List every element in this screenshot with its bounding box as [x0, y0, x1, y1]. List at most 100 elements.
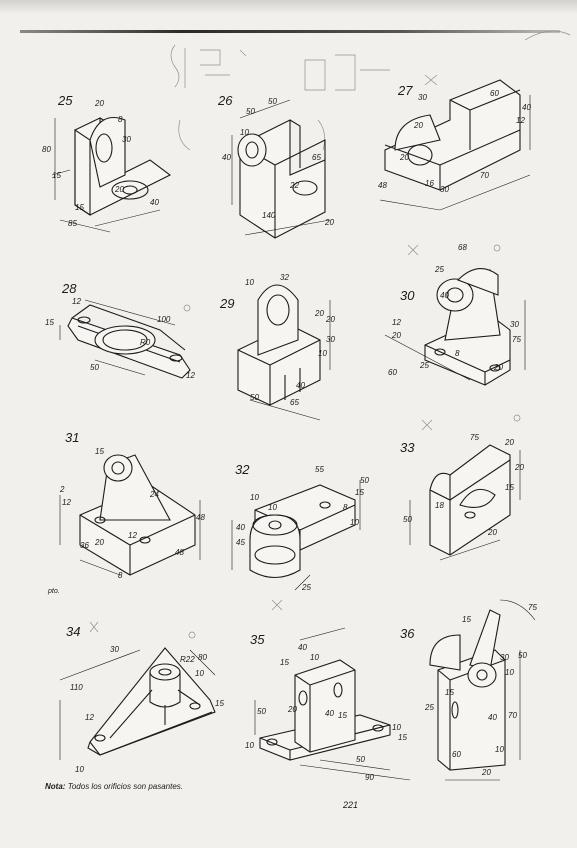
dimension-label-fig35: 40 — [325, 709, 334, 718]
figure-29 — [237, 284, 331, 421]
dimension-label-fig35: 40 — [298, 643, 307, 652]
dimension-label-fig27: 70 — [480, 171, 489, 180]
dimension-label-fig35: 20 — [287, 705, 297, 714]
dimension-label-fig33: 18 — [435, 501, 444, 510]
dimension-label-fig26: 10 — [240, 128, 249, 137]
dimension-label-fig26: 40 — [222, 153, 231, 162]
dimension-label-fig27: 60 — [490, 89, 499, 98]
dimension-label-fig31: 8 — [118, 571, 123, 580]
figure-number-33: 33 — [400, 440, 415, 455]
dimension-label-fig27: 16 — [425, 179, 434, 188]
dimension-label-fig30: 8 — [455, 349, 460, 358]
dimension-label-fig36: 15 — [445, 688, 454, 697]
dimension-label-fig27: 30 — [418, 93, 427, 102]
figure-27 — [379, 79, 531, 211]
dimension-label-fig25: 20 — [94, 99, 104, 108]
dimension-label-fig32: 10 — [268, 503, 277, 512]
dimension-label-fig31: 20 — [94, 538, 104, 547]
dimension-label-fig32: 10 — [250, 493, 259, 502]
dimension-label-fig36: 10 — [505, 668, 514, 677]
note-text: Todos los orificios son pasantes. — [67, 782, 184, 791]
dimension-label-fig27: 40 — [522, 103, 531, 112]
dimension-label-fig35: 15 — [398, 733, 407, 742]
dimension-label-fig26: 140 — [262, 211, 276, 220]
dimension-label-fig26: 50 — [268, 97, 277, 106]
dimension-label-fig34: R22 — [180, 655, 195, 664]
dimension-label-fig35: 10 — [392, 723, 401, 732]
dimension-label-fig36: 25 — [424, 703, 434, 712]
dimension-label-fig36: 50 — [518, 651, 527, 660]
dimension-label-fig31: 15 — [95, 447, 104, 456]
dimension-label-fig35: 50 — [257, 707, 266, 716]
dimension-label-fig27: 30 — [440, 185, 449, 194]
figure-number-36: 36 — [400, 626, 415, 641]
dimension-label-fig29: 10 — [318, 349, 327, 358]
dimension-label-fig34: 15 — [215, 699, 224, 708]
dimension-label-fig34: 110 — [70, 683, 83, 692]
dimension-label-fig31: 48 — [196, 513, 205, 522]
figure-number-29: 29 — [220, 296, 235, 311]
dimension-label-fig32: 45 — [236, 538, 245, 547]
figure-number-28: 28 — [62, 281, 77, 296]
dimension-label-fig30: 75 — [512, 335, 521, 344]
figure-32 — [231, 480, 361, 591]
dimension-label-fig34: 80 — [198, 653, 207, 662]
dimension-label-fig26: 20 — [324, 218, 334, 227]
dimension-label-fig26: 50 — [246, 107, 255, 116]
dimension-label-fig28: 50 — [90, 363, 99, 372]
dimension-label-fig32: 8 — [343, 503, 348, 512]
dimension-label-fig36: 70 — [508, 711, 517, 720]
dimension-label-fig29: 65 — [290, 398, 299, 407]
dimension-label-fig33: 15 — [505, 483, 514, 492]
dimension-label-fig33: 20 — [504, 438, 514, 447]
dimension-label-fig30: 68 — [458, 243, 467, 252]
dimension-label-fig36: 10 — [495, 745, 504, 754]
dimension-label-fig36: 20 — [481, 768, 491, 777]
dimension-label-fig28: 100 — [157, 315, 171, 324]
dimension-label-fig31: 48 — [175, 548, 184, 557]
figure-36 — [429, 599, 536, 781]
dimension-label-fig33: 20 — [514, 463, 524, 472]
dimension-label-fig29: 20 — [325, 315, 335, 324]
dimension-label-fig31: 12 — [128, 531, 137, 540]
dimension-label-fig29: 40 — [296, 381, 305, 390]
dimension-label-fig28: 12 — [72, 297, 81, 306]
dimension-label-fig29: 50 — [250, 393, 259, 402]
dimension-label-fig33: 50 — [403, 515, 412, 524]
figure-number-31: 31 — [65, 430, 80, 445]
figure-number-34: 34 — [66, 624, 81, 639]
dimension-label-fig28: R0 — [140, 338, 151, 347]
dimension-label-fig35: 10 — [310, 653, 319, 662]
scan-edge-shadow — [0, 0, 577, 14]
figure-number-26: 26 — [218, 93, 233, 108]
dimension-label-fig30: 30 — [510, 320, 519, 329]
figure-number-32: 32 — [235, 462, 250, 477]
dimension-label-fig36: 15 — [462, 615, 471, 624]
dimension-label-fig25: 30 — [122, 135, 131, 144]
dimension-label-fig35: 50 — [356, 755, 365, 764]
dimension-label-fig30: 12 — [392, 318, 401, 327]
dimension-label-fig36: 30 — [500, 653, 509, 662]
margin-marks — [89, 30, 571, 639]
page-number: 221 — [343, 800, 359, 810]
dimension-label-fig30: 20 — [493, 363, 503, 372]
dimension-label-fig25: 40 — [150, 198, 159, 207]
figure-number-30: 30 — [400, 288, 415, 303]
dimension-label-fig29: 32 — [280, 273, 289, 282]
dimension-label-fig32: 40 — [236, 523, 245, 532]
dimension-label-fig27: 12 — [516, 116, 525, 125]
figure-26 — [231, 99, 331, 239]
dimension-label-fig29: 10 — [245, 278, 254, 287]
dimension-label-fig31: 36 — [80, 541, 89, 550]
dimension-label-fig33: 20 — [487, 528, 497, 537]
dimension-label-fig34: 10 — [75, 765, 84, 774]
dimension-label-fig25: 8 — [118, 115, 123, 124]
figure-number-27: 27 — [398, 83, 413, 98]
dimension-label-fig25: 20 — [114, 185, 124, 194]
dimension-label-fig35: 15 — [280, 658, 289, 667]
figure-25 — [51, 116, 172, 233]
dimension-label-fig25: 80 — [42, 145, 51, 154]
dimension-label-fig34: 12 — [85, 713, 94, 722]
